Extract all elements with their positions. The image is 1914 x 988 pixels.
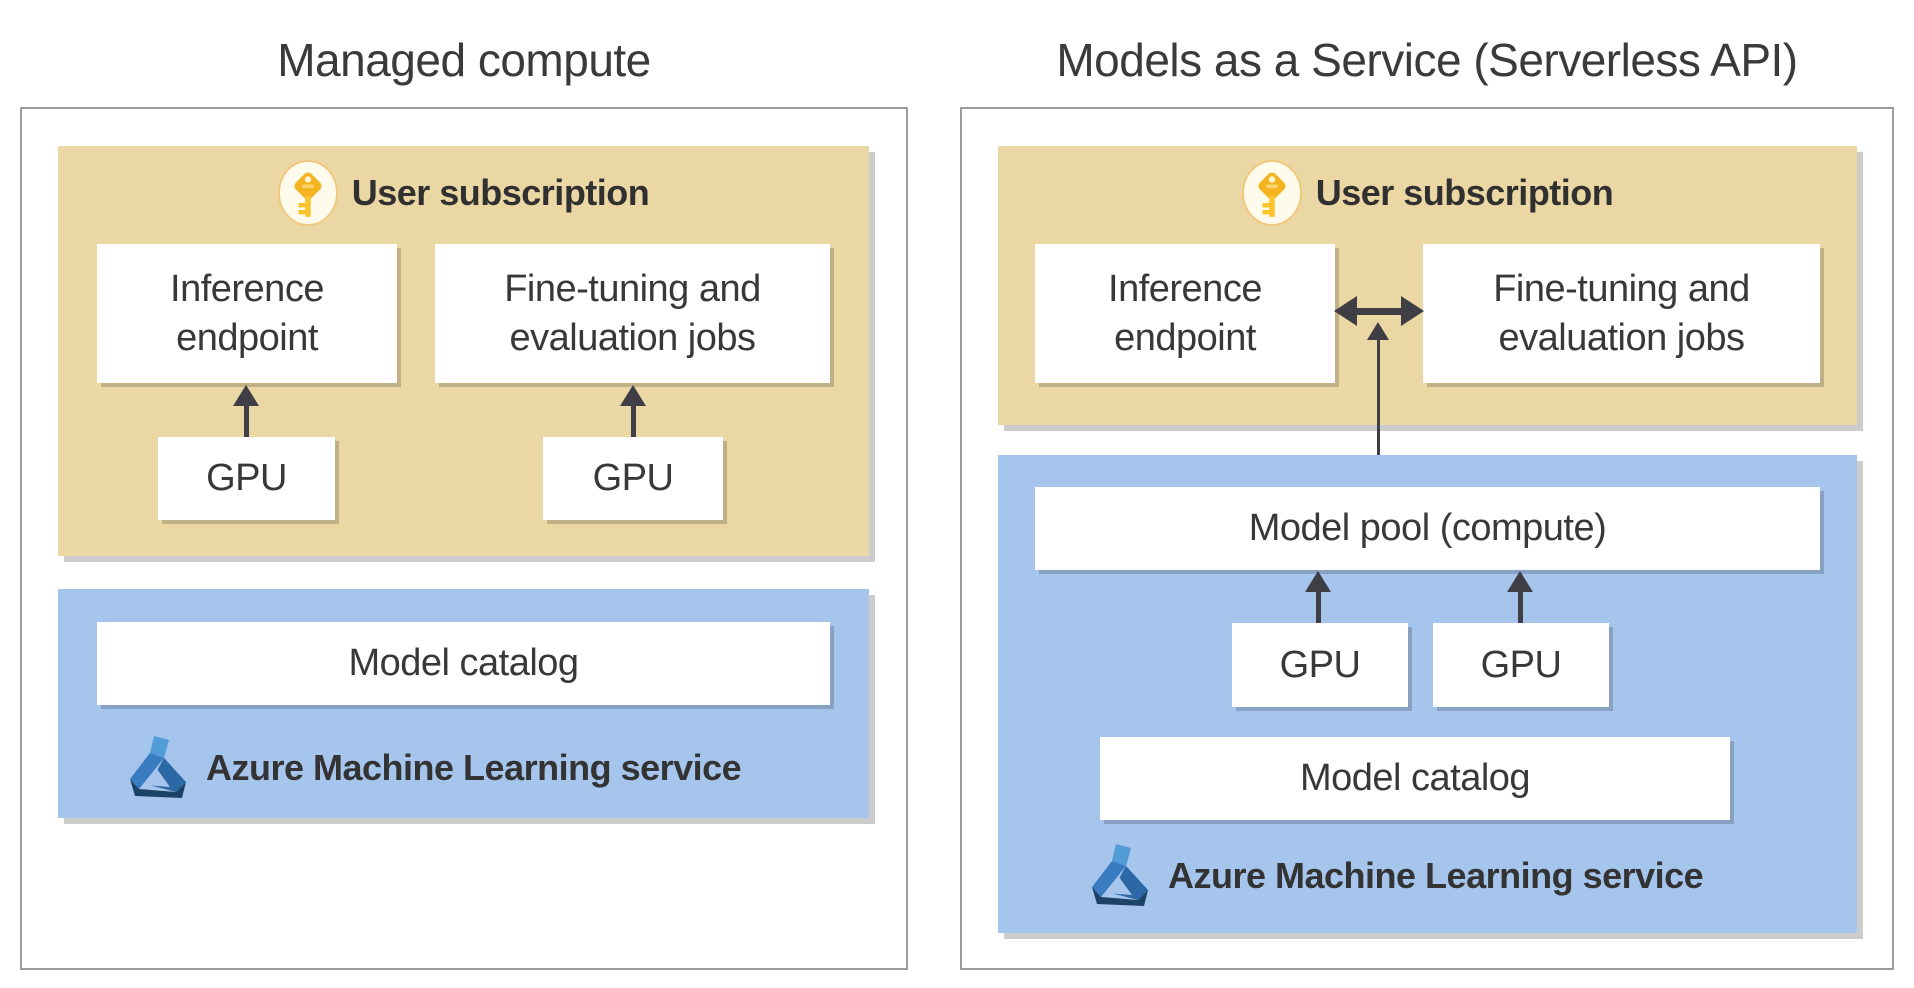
right-panel-title: Models as a Service (Serverless API) [1056, 34, 1798, 86]
left-gpu2-to-finetuning-arrow [620, 385, 646, 437]
right-gpu1-to-pool-arrow [1305, 571, 1331, 623]
left-gpu2-label: GPU [592, 457, 674, 500]
key-icon [277, 160, 338, 226]
right-model-pool-box: Model pool (compute) [1035, 487, 1820, 570]
right-inference-endpoint-label: Inference endpoint [1108, 267, 1262, 359]
inference-finetuning-double-arrow [1334, 296, 1424, 326]
right-gpu1-box: GPU [1232, 623, 1408, 707]
arrow-stem [1315, 592, 1321, 623]
arrow-head-up [1305, 571, 1331, 592]
left-gpu1-to-inference-arrow [233, 385, 259, 437]
right-user-subscription-header: User subscription [998, 158, 1857, 228]
azure-ml-icon [1092, 844, 1148, 906]
left-gpu1-label: GPU [206, 457, 287, 500]
arrow-head-left [1334, 296, 1357, 326]
left-inference-endpoint-box: Inference endpoint [97, 244, 397, 383]
right-aml-service-row: Azure Machine Learning service [1090, 841, 1704, 911]
right-model-pool-label: Model pool (compute) [1248, 507, 1607, 550]
right-gpu1-label: GPU [1279, 643, 1361, 686]
key-icon [1241, 160, 1302, 226]
left-aml-service-label: Azure Machine Learning service [206, 747, 742, 788]
arrow-stem [1376, 340, 1380, 487]
right-gpu2-box: GPU [1433, 623, 1609, 707]
left-gpu1-box: GPU [158, 437, 335, 520]
right-user-subscription-label: User subscription [1315, 172, 1614, 213]
left-panel-title: Managed compute [277, 34, 651, 86]
right-gpu2-label: GPU [1480, 643, 1562, 686]
right-model-catalog-box: Model catalog [1100, 737, 1730, 820]
right-finetuning-box: Fine-tuning and evaluation jobs [1423, 244, 1820, 383]
left-finetuning-label: Fine-tuning and evaluation jobs [504, 267, 761, 359]
arrow-stem [1357, 307, 1401, 315]
right-gpu2-to-pool-arrow [1507, 571, 1533, 623]
right-finetuning-label: Fine-tuning and evaluation jobs [1493, 267, 1750, 359]
arrow-head-up [1507, 571, 1533, 592]
right-model-catalog-label: Model catalog [1299, 757, 1531, 800]
arrow-head-up [1367, 322, 1389, 340]
arrow-stem [1517, 592, 1523, 623]
arrow-head-right [1401, 296, 1424, 326]
left-finetuning-box: Fine-tuning and evaluation jobs [435, 244, 830, 383]
left-inference-endpoint-label: Inference endpoint [170, 267, 324, 359]
left-model-catalog-label: Model catalog [348, 642, 579, 685]
arrow-head-up [233, 385, 259, 406]
arrow-head-up [620, 385, 646, 406]
left-user-subscription-label: User subscription [351, 172, 650, 213]
model-pool-to-subscription-arrow [1366, 322, 1390, 487]
right-inference-endpoint-box: Inference endpoint [1035, 244, 1335, 383]
arrow-stem [630, 406, 636, 437]
left-gpu2-box: GPU [543, 437, 723, 520]
azure-ml-icon [130, 736, 186, 798]
left-aml-service-row: Azure Machine Learning service [128, 733, 742, 803]
right-aml-service-label: Azure Machine Learning service [1168, 855, 1704, 896]
arrow-stem [243, 406, 249, 437]
left-model-catalog-box: Model catalog [97, 622, 830, 705]
left-user-subscription-header: User subscription [58, 158, 869, 228]
